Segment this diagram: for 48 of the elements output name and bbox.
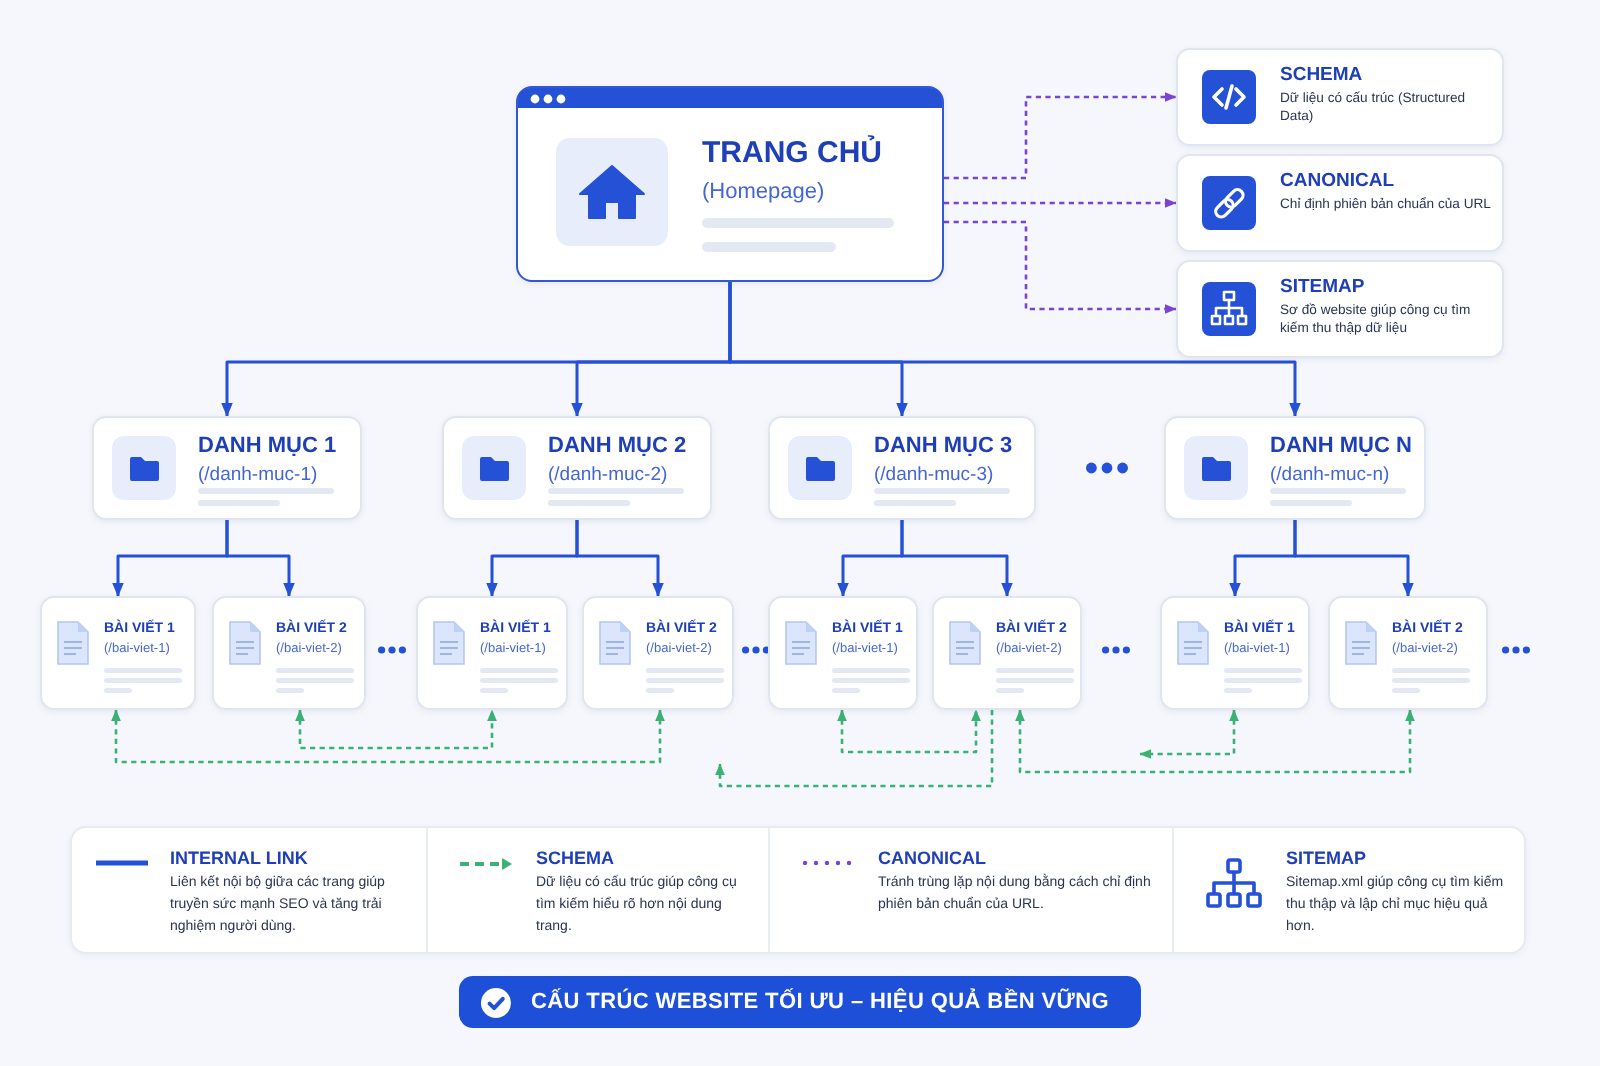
article-card <box>40 596 196 710</box>
category-card <box>768 416 1036 520</box>
arrow <box>575 520 664 597</box>
dashed-arrow <box>944 91 1177 180</box>
node-title: TRANG CHỦ <box>702 134 882 174</box>
banner-text: CẤU TRÚC WEBSITE TỐI ƯU – HIỆU QUẢ BỀN VỮNG <box>530 990 1110 1014</box>
legend-title: SCHEMA <box>536 848 615 868</box>
dashed-arrow <box>944 220 1177 315</box>
dashed-arrow <box>1139 709 1240 760</box>
node-title: SITEMAP <box>1280 274 1365 301</box>
arrow <box>225 520 295 597</box>
article-card <box>212 596 366 710</box>
dashed-arrow <box>836 709 982 754</box>
legend-title: SITEMAP <box>1286 848 1367 868</box>
node-subtitle: (/danh-muc-n) <box>1270 461 1390 488</box>
node-title: DANH MỤC 1 <box>198 432 337 462</box>
dashed-arrow <box>1014 709 1416 774</box>
article-card <box>416 596 568 710</box>
article-card <box>1160 596 1310 710</box>
arrow <box>728 282 1301 417</box>
info-card <box>1176 48 1504 146</box>
node-subtitle: (Homepage) <box>702 178 825 208</box>
node-title: DANH MỤC 3 <box>874 432 1013 462</box>
node-subtitle: (/danh-muc-3) <box>874 461 994 488</box>
arrow <box>1293 520 1414 597</box>
article-card <box>582 596 734 710</box>
category-card <box>1164 416 1426 520</box>
article-card <box>768 596 918 710</box>
dashed-arrow <box>294 709 498 750</box>
legend-title: INTERNAL LINK <box>170 848 308 868</box>
article-card <box>932 596 1082 710</box>
node-title: CANONICAL <box>1280 168 1394 195</box>
node-title: DANH MỤC N <box>1270 432 1412 462</box>
arrow <box>900 520 1013 597</box>
dashed-arrow <box>714 710 994 788</box>
legend-title: CANONICAL <box>878 848 986 868</box>
homepage-window <box>516 86 944 282</box>
node-title: SCHEMA <box>1280 62 1363 89</box>
dashed-arrow <box>110 709 666 764</box>
info-card <box>1176 154 1504 252</box>
node-subtitle: (/danh-muc-1) <box>198 461 318 488</box>
article-card <box>1328 596 1488 710</box>
category-card <box>442 416 712 520</box>
node-subtitle: (/danh-muc-2) <box>548 461 668 488</box>
info-card <box>1176 260 1504 358</box>
dashed-arrow <box>944 197 1177 209</box>
node-title: DANH MỤC 2 <box>548 432 687 462</box>
category-card <box>92 416 362 520</box>
